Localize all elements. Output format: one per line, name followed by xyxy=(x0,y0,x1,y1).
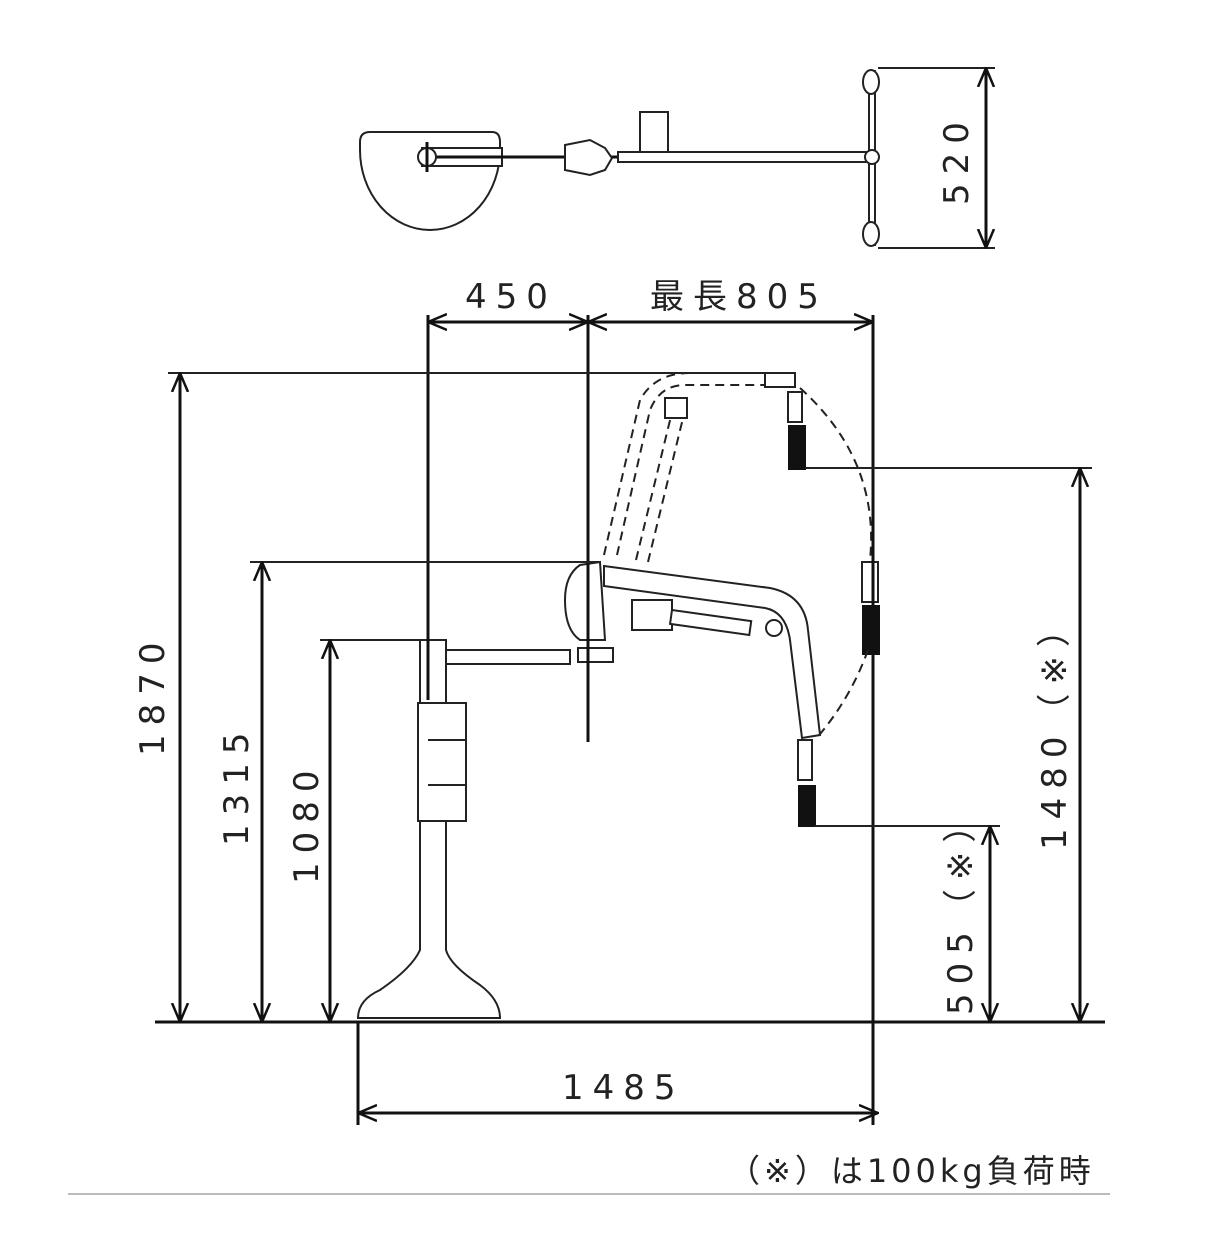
dim-1870-label: 1870 xyxy=(133,633,173,756)
dim-1315-label: 1315 xyxy=(217,723,257,846)
dim-805-label: 最長805 xyxy=(650,277,828,317)
dim-1485-label: 1485 xyxy=(562,1068,685,1108)
side-view xyxy=(356,372,880,1019)
dim-505-label: 505（※） xyxy=(941,800,981,1015)
top-view xyxy=(359,69,880,247)
dim-520-label: 520 xyxy=(937,113,977,205)
footnote: （※）は100kg負荷時 xyxy=(728,1152,1095,1190)
dim-1080-label: 1080 xyxy=(287,761,327,884)
dim-450-label: 450 xyxy=(465,277,557,317)
dim-1480-label: 1480（※） xyxy=(1035,604,1075,850)
